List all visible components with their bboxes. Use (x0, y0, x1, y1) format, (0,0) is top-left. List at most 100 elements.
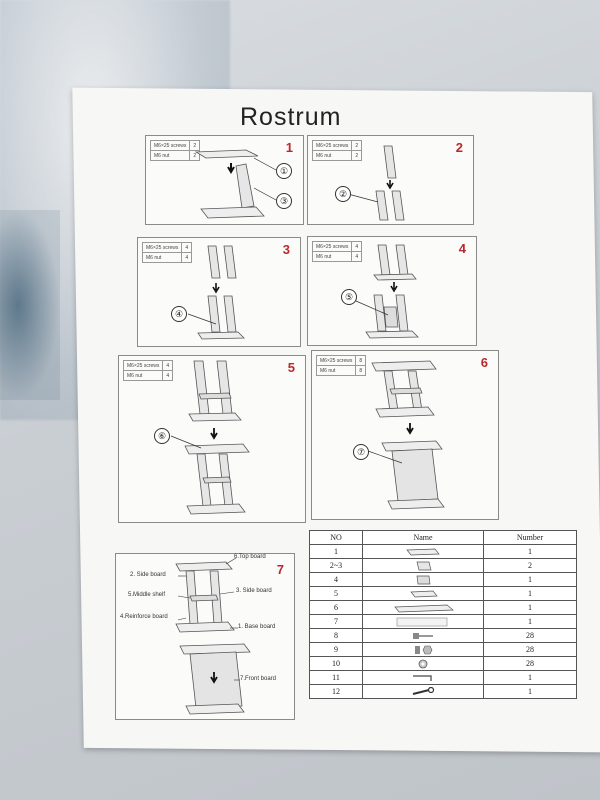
cell-no: 1 (309, 544, 363, 559)
label-reinforce-board: 4.Reinforce board (120, 614, 168, 620)
callout: ② (335, 186, 351, 202)
table-row: 1 1 (309, 544, 577, 559)
cell-no: 6 (309, 600, 363, 615)
cell-name (362, 572, 484, 587)
callout: ① (276, 163, 292, 179)
screw-icon (413, 632, 433, 639)
cell-no: 4 (309, 572, 363, 587)
column-header-no: NO (309, 530, 363, 545)
cell-no: 2~3 (309, 558, 363, 573)
hardware-name: M6 nut (315, 365, 357, 376)
cell-name (362, 642, 484, 657)
table-row: 6 1 (309, 600, 577, 615)
top-board-icon (406, 548, 440, 555)
label-top-board: 6.Top board (234, 554, 266, 560)
plastic-bag-shadow (0, 210, 60, 400)
cell-number: 28 (483, 656, 577, 671)
callout: ③ (276, 193, 292, 209)
cell-name (362, 586, 484, 601)
hex-key-icon (413, 674, 432, 681)
shelf-icon (410, 590, 438, 597)
cell-name (362, 628, 484, 643)
table-row: 8 28 (309, 628, 577, 643)
table-row: 7 1 (309, 614, 577, 629)
step-illustration (367, 360, 445, 510)
step-illustration (175, 557, 251, 715)
hardware-name: M6 nut (149, 150, 191, 161)
cell-no: 12 (309, 684, 363, 699)
step-illustration (170, 360, 250, 515)
hardware-qty: 2 (189, 150, 201, 161)
hardware-name: M6 nut (311, 150, 353, 161)
step-number: 3 (282, 242, 290, 257)
step-illustration (355, 244, 419, 339)
cell-number: 1 (483, 614, 577, 629)
hardware-name: M6 nut (122, 370, 164, 381)
wrench-icon (412, 686, 435, 695)
reinforce-board-icon (416, 575, 431, 584)
cell-number: 28 (483, 642, 577, 657)
cell-no: 7 (309, 614, 363, 629)
step-number: 4 (458, 241, 466, 256)
cell-name (362, 614, 484, 629)
cell-number: 1 (483, 600, 577, 615)
table-row: 4 1 (309, 572, 577, 587)
callout: ⑤ (341, 289, 357, 305)
hardware-name: M6 nut (141, 252, 183, 263)
cell-number: 1 (483, 572, 577, 587)
cell-name (362, 684, 484, 699)
callout: ④ (171, 306, 187, 322)
table-row: 5 1 (309, 586, 577, 601)
front-board-icon (396, 617, 448, 626)
parts-table: NO Name Number 1 1 2~3 2 4 1 5 (309, 530, 577, 699)
base-board-icon (394, 604, 454, 612)
hardware-name: M6 nut (311, 251, 353, 262)
hardware-qty: 4 (162, 370, 174, 381)
hardware-qty: 2 (351, 150, 363, 161)
cell-number: 1 (483, 586, 577, 601)
cell-no: 9 (309, 642, 363, 657)
cell-name (362, 656, 484, 671)
label-middle-shelf: 5.Middle shelf (128, 592, 166, 598)
side-board-icon (416, 561, 432, 570)
step-illustration (187, 245, 245, 340)
step-number: 5 (287, 360, 295, 375)
washer-icon (418, 659, 428, 668)
step-panel-7: 7 6.Top board 2. Side board 5.Middle she… (115, 553, 295, 720)
table-row: 10 28 (309, 656, 577, 671)
table-row: 9 28 (309, 642, 577, 657)
label-front-board: 7.Front board (240, 676, 277, 682)
step-number: 2 (455, 140, 463, 155)
cell-number: 28 (483, 628, 577, 643)
cell-number: 1 (483, 670, 577, 685)
step-number: 7 (276, 562, 284, 577)
cell-name (362, 544, 484, 559)
cell-number: 1 (483, 684, 577, 699)
label-base-board: 1. Base board (238, 624, 276, 630)
nut-icon (415, 645, 433, 654)
hardware-qty: 8 (355, 365, 367, 376)
step-illustration (347, 145, 405, 221)
cell-no: 11 (309, 670, 363, 685)
page-title: Rostrum (240, 103, 342, 131)
table-row: 2~3 2 (309, 558, 577, 573)
table-row: 12 1 (309, 684, 577, 699)
callout: ⑦ (353, 444, 369, 460)
cell-no: 5 (309, 586, 363, 601)
callout: ⑥ (154, 428, 170, 444)
column-header-number: Number (483, 530, 577, 545)
cell-number: 2 (483, 558, 577, 573)
table-row: 11 1 (309, 670, 577, 685)
cell-no: 8 (309, 628, 363, 643)
hardware-qty: 4 (351, 251, 363, 262)
